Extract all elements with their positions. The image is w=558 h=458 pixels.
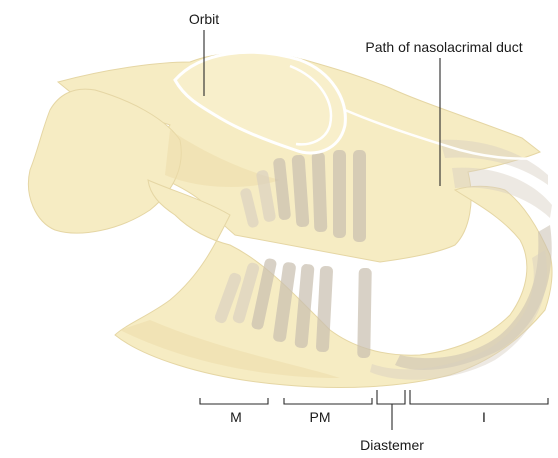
- nasolacrimal-label: Path of nasolacrimal duct: [365, 39, 522, 55]
- upper-premolar-3: [333, 150, 346, 238]
- incisor-bracket: [410, 390, 548, 404]
- diastemer-label: Diastemer: [360, 437, 424, 453]
- orbit-label: Orbit: [189, 11, 219, 27]
- diastema-bracket: [377, 390, 405, 404]
- molar-bracket: [200, 398, 268, 404]
- premolar-label: PM: [310, 409, 331, 425]
- upper-premolar-4: [353, 150, 366, 242]
- incisor-label: I: [482, 409, 486, 425]
- molar-label: M: [230, 409, 242, 425]
- lower-premolar-4: [357, 268, 372, 358]
- premolar-bracket: [284, 398, 372, 404]
